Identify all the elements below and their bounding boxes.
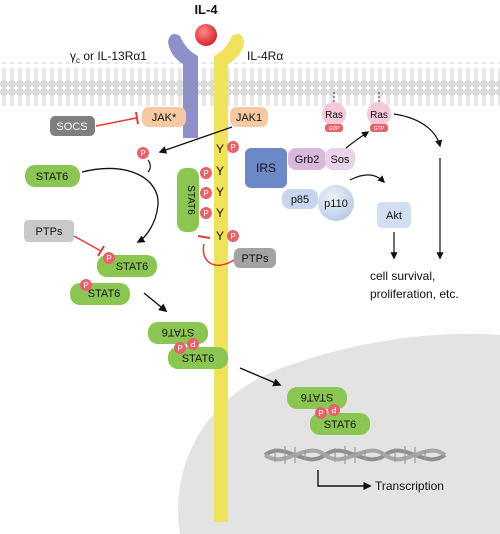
svg-text:STAT6: STAT6	[162, 326, 195, 338]
svg-text:P: P	[203, 189, 208, 198]
tyr-1: Y	[216, 142, 224, 156]
left-chain-label: γc or IL-13Rα1	[70, 49, 147, 65]
svg-text:P: P	[106, 254, 111, 263]
jak1-to-p-arrow	[158, 126, 233, 154]
ras-gtp: Ras GTP	[367, 92, 391, 132]
stat6-free	[25, 165, 80, 187]
outcome-line1: cell survival,	[370, 269, 435, 283]
tyrosine-residues: Y Y Y Y Y	[216, 142, 224, 243]
il4-label: IL-4	[194, 2, 218, 17]
p110-label: p110	[324, 198, 348, 210]
recruitment-arrow	[81, 167, 159, 243]
svg-text:STAT6: STAT6	[182, 353, 215, 365]
svg-text:P: P	[83, 281, 88, 290]
ptps-left-box	[24, 220, 74, 242]
p85-label: p85	[291, 194, 309, 206]
stat6-dimer-top-label: STAT6	[116, 261, 149, 273]
stat6-dimer-top-phospho	[103, 252, 115, 264]
svg-text:P: P	[177, 344, 182, 353]
stat6-dimer-mid: STAT6 STAT6 P P	[148, 322, 228, 369]
svg-text:P: P	[190, 339, 195, 348]
p110-to-akt-arrow	[349, 174, 386, 184]
svg-text:P: P	[203, 209, 208, 218]
il4-ligand	[195, 24, 217, 46]
into-nucleus-arrow	[239, 367, 282, 387]
stat6-docked	[177, 168, 199, 232]
outcome-line2: proliferation, etc.	[370, 287, 459, 301]
ras-gdp: Ras GDP	[322, 92, 346, 132]
socs-inhibition-bar	[135, 111, 139, 125]
p85-box	[282, 189, 318, 209]
ptps-left-inhibition-bar	[97, 245, 105, 257]
sos-box	[325, 148, 355, 170]
socs-box	[50, 116, 95, 136]
irs-box	[245, 148, 287, 188]
jak-star-label: JAK*	[152, 112, 177, 124]
ptps-right-inhibition	[202, 243, 235, 266]
grb2-label: Grb2	[295, 154, 319, 166]
ras-gtp-curve-arrow	[393, 113, 443, 148]
tyr-4: Y	[216, 206, 224, 220]
p-feed-arrow	[147, 159, 151, 173]
svg-text:Ras: Ras	[370, 110, 388, 121]
tyr-5: Y	[216, 229, 224, 243]
svg-text:P: P	[230, 232, 235, 241]
irs-label: IRS	[256, 161, 276, 175]
akt-label: Akt	[386, 210, 402, 222]
svg-text:P: P	[318, 409, 323, 418]
svg-text:P: P	[203, 169, 208, 178]
p110-ball	[318, 185, 354, 221]
svg-text:Ras: Ras	[325, 110, 343, 121]
sos-label: Sos	[331, 154, 350, 166]
ptps-right-label: PTPs	[242, 253, 269, 265]
svg-text:P: P	[331, 405, 336, 414]
left-receptor-tail	[183, 64, 198, 138]
socs-label: SOCS	[56, 121, 87, 133]
transcription-arrow	[317, 470, 372, 491]
stat6-dimer-nuclear: STAT6 STAT6 P P	[287, 387, 370, 435]
jak1-label: JAK1	[236, 112, 262, 124]
svg-text:STAT6: STAT6	[324, 419, 357, 431]
jak1-box	[230, 107, 268, 127]
ptps-right-inhibition-bar	[197, 235, 211, 239]
phospho-free-label: P	[140, 149, 145, 158]
dna-helix	[263, 446, 447, 464]
ptps-left-inhibition	[73, 235, 102, 252]
grb2-box	[288, 148, 326, 170]
right-receptor-chain	[214, 34, 244, 522]
tyr-3: Y	[216, 185, 224, 199]
sos-to-ras-arrow	[345, 131, 370, 149]
phospho-free	[137, 147, 149, 159]
ptps-left-label: PTPs	[36, 226, 63, 238]
socs-inhibition	[95, 117, 137, 127]
svg-text:STAT6: STAT6	[301, 391, 334, 403]
stat6-free-label: STAT6	[36, 171, 69, 183]
plasma-membrane	[0, 62, 500, 106]
receptor-phospho-sites: P P P P P	[200, 141, 239, 242]
transcription-label: Transcription	[375, 479, 444, 493]
svg-text:GTP: GTP	[374, 126, 385, 132]
stat6-docked-label: STAT6	[185, 185, 196, 215]
dimer-to-cytoplasm-arrow	[143, 292, 168, 313]
stat6-dimer-bottom-label: STAT6	[88, 288, 121, 300]
jak-star-box	[142, 107, 186, 127]
svg-text:P: P	[230, 143, 235, 152]
right-chain-label: IL-4Rα	[247, 49, 283, 63]
stat6-dimer-bottom-phospho	[80, 279, 92, 291]
tyr-2: Y	[216, 164, 224, 178]
svg-text:GDP: GDP	[329, 126, 341, 132]
akt-box	[377, 202, 411, 228]
ptps-right-box	[234, 248, 276, 268]
